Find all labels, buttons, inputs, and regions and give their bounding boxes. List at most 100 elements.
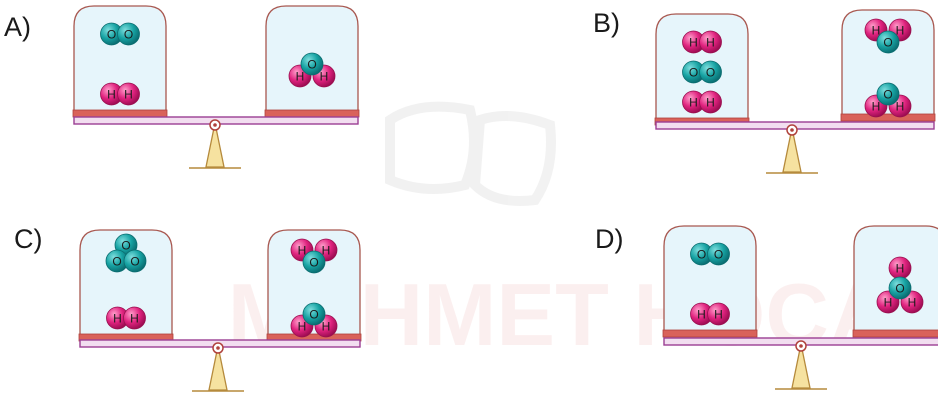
oxygen-atom: O <box>105 249 129 273</box>
hydrogen-atom: H <box>117 82 140 106</box>
atom-symbol: H <box>113 312 122 326</box>
jar-base <box>852 329 938 338</box>
molecule: H HO <box>290 302 338 338</box>
atom-symbol: H <box>872 24 881 38</box>
hydrogen-atom: H <box>707 302 730 326</box>
atom-symbol: O <box>309 256 318 270</box>
atom-symbol: O <box>697 248 706 262</box>
oxygen-atom: O <box>302 250 326 274</box>
atom-symbol: O <box>130 255 139 269</box>
molecule: H HO <box>864 82 912 118</box>
oxygen-atom: O <box>682 60 705 84</box>
atom-symbol: O <box>107 28 116 42</box>
molecule: H H HO <box>876 256 924 314</box>
atom-symbol: O <box>689 66 698 80</box>
atom-symbol: O <box>309 308 318 322</box>
balance-stand <box>775 340 827 390</box>
option-label-d: D) <box>595 224 624 254</box>
atom-symbol: H <box>872 100 881 114</box>
jar-body <box>74 6 166 116</box>
atom-symbol: O <box>112 255 121 269</box>
atom-symbol: H <box>714 308 723 322</box>
atom-symbol: O <box>121 239 130 253</box>
oxygen-atom: O <box>707 242 730 266</box>
atom-symbol: H <box>896 100 905 114</box>
hydrogen-atom: H <box>888 256 912 280</box>
option-label-b: B) <box>593 8 620 38</box>
atom-symbol: H <box>689 96 698 110</box>
oxygen-atom: O <box>876 82 900 106</box>
jar-base <box>72 109 168 118</box>
atom-symbol: H <box>908 296 917 310</box>
atom-symbol: H <box>884 296 893 310</box>
jar-body <box>268 230 360 340</box>
hydrogen-atom: H <box>699 30 722 54</box>
atom-symbol: H <box>320 70 329 84</box>
atom-symbol: O <box>706 66 715 80</box>
atom-symbol: H <box>107 88 116 102</box>
stand-wedge <box>782 127 802 173</box>
hydrogen-atom: H <box>699 90 722 114</box>
atom-symbol: H <box>298 244 307 258</box>
hydrogen-atom: H <box>690 302 713 326</box>
atom-symbol: O <box>895 282 904 296</box>
oxygen-atom: O <box>300 52 324 76</box>
atom-symbol: H <box>298 320 307 334</box>
atom-symbol: O <box>714 248 723 262</box>
molecule: H HO <box>290 238 338 274</box>
jar-body <box>80 230 172 340</box>
jar-base <box>662 329 758 338</box>
jar-body <box>664 226 756 336</box>
atom-symbol: O <box>307 58 316 72</box>
oxygen-atom: O <box>302 302 326 326</box>
atom-symbol: H <box>689 36 698 50</box>
option-label-a: A) <box>4 12 31 42</box>
oxygen-atom: O <box>699 60 722 84</box>
atom-symbol: H <box>124 88 133 102</box>
atom-symbol: H <box>896 262 905 276</box>
balance-stand <box>192 342 244 392</box>
atom-symbol: O <box>883 88 892 102</box>
jar-body <box>842 10 934 120</box>
stand-wedge <box>205 122 225 168</box>
stand-wedge <box>208 345 228 391</box>
balance-stand <box>766 124 818 174</box>
atom-symbol: H <box>706 36 715 50</box>
atom-symbol: O <box>883 36 892 50</box>
atom-symbol: H <box>322 244 331 258</box>
stand-wedge <box>791 343 811 389</box>
option-label-c: C) <box>14 224 43 254</box>
atom-symbol: H <box>697 308 706 322</box>
oxygen-atom: O <box>123 249 147 273</box>
oxygen-atom: O <box>117 22 140 46</box>
atom-symbol: O <box>124 28 133 42</box>
atom-symbol: H <box>130 312 139 326</box>
right-jar: H H HO <box>852 225 938 338</box>
atom-symbol: H <box>322 320 331 334</box>
oxygen-atom: O <box>888 276 912 300</box>
